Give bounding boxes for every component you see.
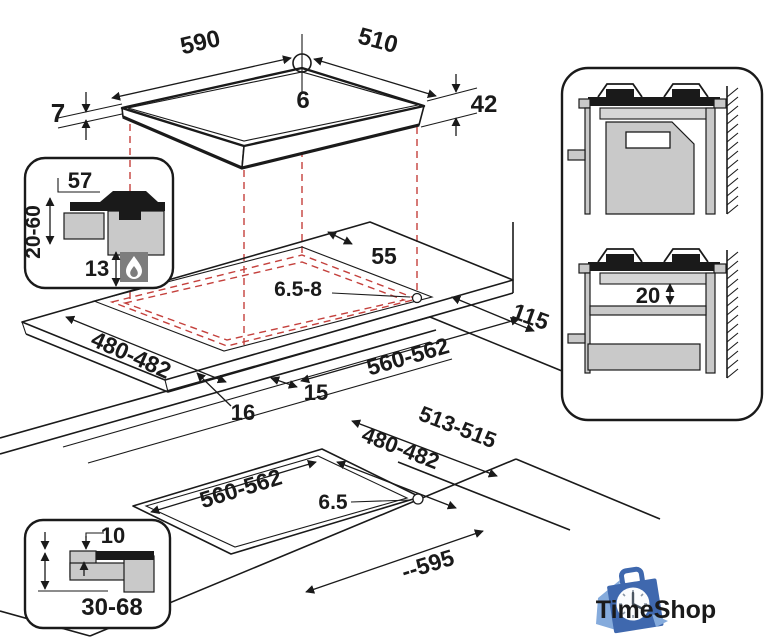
dim-fixing-hole: 6.5-8 bbox=[274, 278, 322, 301]
dim-side-gap: 16 bbox=[231, 400, 255, 425]
dim-burner-width: 57 bbox=[68, 168, 92, 193]
hob-over-shelf-view: 20 bbox=[567, 248, 739, 379]
flush-section-detail: 10 30-68 bbox=[23, 518, 172, 630]
dim-hole-diameter: 6 bbox=[296, 87, 309, 114]
dim-front-gap: 15 bbox=[304, 380, 328, 405]
brand-wordmark: TimeShop bbox=[596, 596, 716, 624]
dim-body-height: 42 bbox=[471, 91, 498, 118]
dim-clearance-below: 13 bbox=[85, 256, 109, 281]
burner-cap-icon bbox=[100, 191, 158, 202]
oven-display bbox=[625, 131, 671, 149]
built-in-side-views: 20 bbox=[560, 66, 764, 422]
dim-width: 590 bbox=[178, 25, 223, 60]
dim-rear-gap: 55 bbox=[371, 243, 397, 269]
clock-bag-icon bbox=[596, 566, 668, 634]
dim-cutout-depth: 480-482 bbox=[87, 326, 175, 384]
dim-step-depth: 10 bbox=[101, 523, 125, 548]
dim-right-gap: 115 bbox=[509, 298, 553, 335]
dim-depth: 510 bbox=[355, 23, 401, 59]
top-isometric-hob-view: 6 590 510 7 42 bbox=[51, 23, 498, 170]
hob-over-oven-view bbox=[567, 83, 739, 215]
timeshop-watermark: TimeShop bbox=[596, 566, 716, 634]
dim-shelf-gap: 20 bbox=[636, 283, 660, 308]
dim-rim-height: 7 bbox=[51, 98, 65, 128]
dim-flush-thickness: 30-68 bbox=[81, 594, 142, 621]
burner-cross-section-detail: 57 20-60 13 bbox=[22, 156, 175, 290]
dim-worktop-thickness: 20-60 bbox=[22, 205, 45, 259]
dim-cutout-width: 560-562 bbox=[364, 332, 452, 380]
shelf bbox=[589, 305, 707, 316]
fixing-hole-icon bbox=[412, 493, 424, 505]
fixing-hole-icon bbox=[411, 292, 423, 304]
drawer bbox=[587, 343, 701, 371]
wall-hatch bbox=[726, 251, 739, 379]
dim-flush-fixing-hole: 6.5 bbox=[318, 491, 348, 514]
wall-hatch bbox=[726, 87, 739, 215]
dim-flush-cutout-width: 560-562 bbox=[196, 464, 284, 514]
dim-overall-width: --595 bbox=[398, 544, 457, 585]
gas-inlet-hole-icon bbox=[292, 53, 312, 73]
